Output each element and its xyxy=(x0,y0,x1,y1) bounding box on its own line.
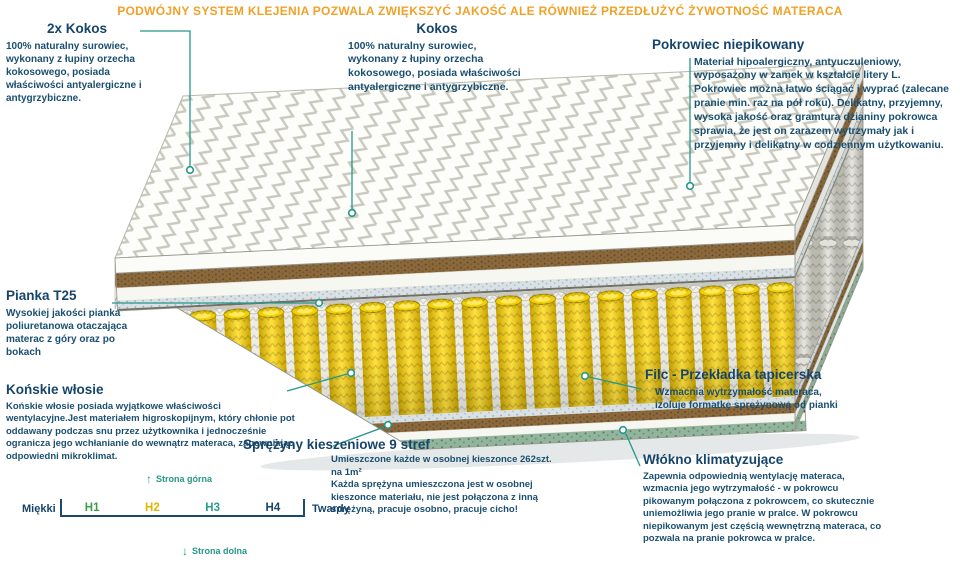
top-side-text: Strona górna xyxy=(156,474,213,484)
mattress-end-face xyxy=(794,62,864,432)
annotation-sprezyny-title: Sprężyny kieszeniowe 9 stref xyxy=(243,437,430,452)
scale-hard-label: Twardy xyxy=(312,503,350,515)
annotation-2x-kokos: 2x Kokos 100% naturalny surowiec, wykona… xyxy=(6,21,148,105)
callout-endpoints xyxy=(185,165,695,435)
annotation-konskie-wlosie: Końskie włosie Końskie włosie posiada wy… xyxy=(6,382,304,463)
annotation-kokos-title: Kokos xyxy=(416,21,458,36)
annotation-pianka-body: Wysokiej jakości pianka poliuretanowa ot… xyxy=(6,307,128,359)
annotation-pokrowiec: Pokrowiec niepikowany Materiał hipoalerg… xyxy=(652,37,952,153)
mattress-shadow xyxy=(260,433,860,471)
annotation-konskie-wlosie-title: Końskie włosie xyxy=(6,382,104,397)
annotation-sprezyny-title-wrap: Sprężyny kieszeniowe 9 stref xyxy=(243,437,430,456)
annotation-2x-kokos-title: 2x Kokos xyxy=(46,21,108,36)
hardness-h1: H1 xyxy=(84,502,100,514)
top-side-label: ↑ Strona górna xyxy=(146,473,212,485)
annotation-wlokno-body: Zapewnia odpowiednią wentylację materaca… xyxy=(643,470,882,545)
callout-lines xyxy=(112,30,691,467)
annotation-filc: Filc - Przekładka tapicerska Wzmacnia wy… xyxy=(645,367,845,412)
annotation-pokrowiec-body: Materiał hipoalergiczny, antyuczuleniowy… xyxy=(694,55,950,151)
scale-soft-label: Miękki xyxy=(22,503,56,515)
annotation-2x-kokos-body: 100% naturalny surowiec, wykonany z łupi… xyxy=(6,40,142,105)
bottom-side-text: Strona dolna xyxy=(192,546,248,556)
annotation-sprezyny-body1: Umieszczone każde w osobnej kieszonce 26… xyxy=(331,454,552,478)
top-banner: PODWÓJNY SYSTEM KLEJENIA POZWALA ZWIĘKSZ… xyxy=(117,4,843,18)
arrow-down-icon: ↓ xyxy=(182,544,188,558)
annotation-sprezyny: Umieszczone każde w osobnej kieszonce 26… xyxy=(331,454,563,517)
annotation-konskie-wlosie-body: Końskie włosie posiada wyjątkowe właściw… xyxy=(6,400,295,462)
annotation-kokos: Kokos 100% naturalny surowiec, wykonany … xyxy=(348,21,526,95)
kokos-layer xyxy=(115,240,798,288)
annotation-wlokno-title: Włókno klimatyzujące xyxy=(643,452,784,467)
hardness-h3: H3 xyxy=(205,502,220,514)
annotation-kokos-body: 100% naturalny surowiec, wykonany z łupi… xyxy=(348,39,521,94)
annotation-filc-body: Wzmacnia wytrzymałość materaca, izoluje … xyxy=(655,386,838,411)
annotation-pianka-title: Pianka T25 xyxy=(6,288,77,303)
annotation-wlokno: Włókno klimatyzujące Zapewnia odpowiedni… xyxy=(643,452,893,546)
bottom-side-label: ↓ Strona dolna xyxy=(182,545,247,557)
annotation-sprezyny-body2: Każda sprężyna umieszczona jest w osobne… xyxy=(331,479,538,516)
annotation-pokrowiec-title: Pokrowiec niepikowany xyxy=(652,37,805,52)
hardness-scale: H1 H2 H3 H4 xyxy=(60,499,305,517)
climate-fiber-layer xyxy=(117,267,799,309)
annotation-filc-title: Filc - Przekładka tapicerska xyxy=(645,367,822,382)
hardness-h2: H2 xyxy=(145,502,160,514)
arrow-up-icon: ↑ xyxy=(146,472,152,486)
annotation-pianka: Pianka T25 Wysokiej jakości pianka poliu… xyxy=(6,288,146,359)
hardness-h4: H4 xyxy=(265,502,281,514)
